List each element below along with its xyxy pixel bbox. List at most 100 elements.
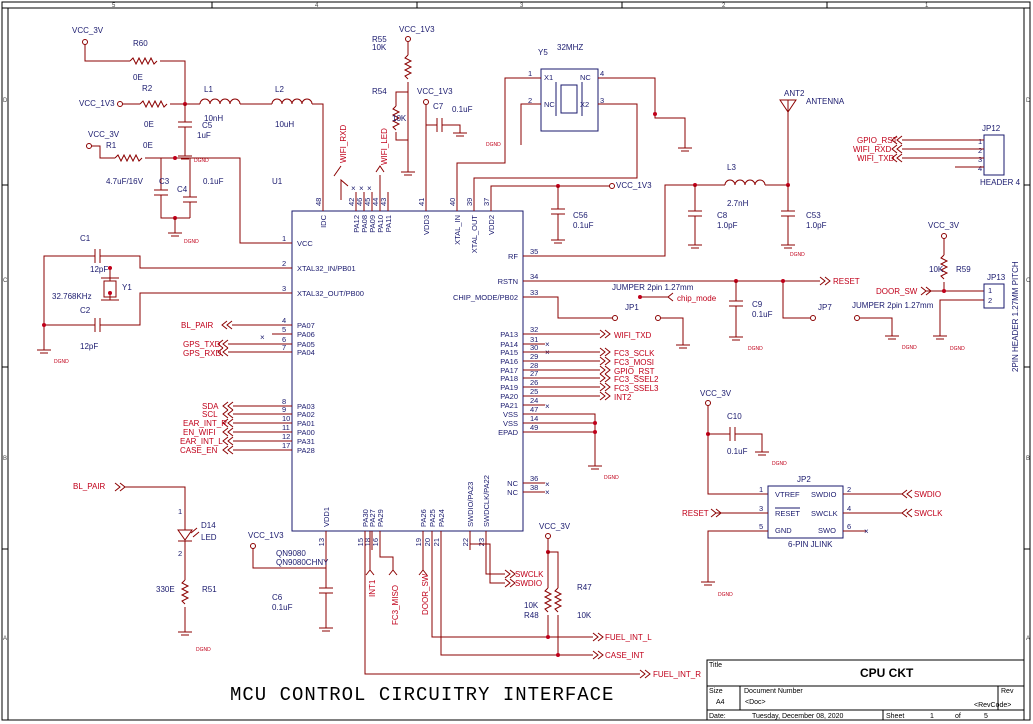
- mcu-bottom-pins: 13VDD115PA3018PA2716PA2919PA2620PA2521PA…: [317, 475, 491, 550]
- mcu-pin-num: 29: [530, 352, 538, 361]
- svg-text:×: ×: [864, 527, 869, 536]
- mcu-pin-name: PA04: [297, 348, 315, 357]
- svg-text:×: ×: [545, 480, 550, 489]
- title-label: Title: [709, 662, 722, 669]
- mcu-pin-name: PA06: [297, 330, 315, 339]
- dgnd-y1: DGND: [54, 359, 69, 365]
- right-net-flags: WIFI_TXD × × FC3_SCLK FC3_MOSI GPIO_RST …: [523, 329, 659, 497]
- mcu-pin-name: PA24: [437, 509, 446, 527]
- mcu-pin-num: 17: [282, 441, 290, 450]
- mcu-pin-name: PA31: [297, 437, 315, 446]
- mcu-pin-num: 9: [282, 405, 286, 414]
- net-swclk-bottom: SWCLK: [515, 570, 544, 579]
- c1-ref: C1: [80, 234, 91, 243]
- jlink-jp2: VCC_3V C10 0.1uF DGND JP2 6-PIN JLINK VT…: [682, 389, 943, 598]
- c3-ref: C3: [159, 177, 170, 186]
- jp12-value: HEADER 4: [980, 178, 1021, 187]
- jp2-value: 6-PIN JLINK: [788, 540, 833, 549]
- mcu-pin-num: 27: [530, 369, 538, 378]
- mcu-u1: U1 1VCC2XTAL32_IN/PB013XTAL32_OUT/PB004P…: [272, 177, 545, 550]
- mcu-pin-num: 19: [414, 538, 423, 546]
- mcu-pin-num: 5: [282, 325, 286, 334]
- power-input-network: VCC_3V R60 0E VCC_1V3 R2 0E L1 10nH L2 1…: [72, 26, 324, 245]
- qn9080chny-label: QN9080CHNY: [276, 558, 329, 567]
- dgnd-c53: DGND: [790, 252, 805, 258]
- l2-value: 10uH: [275, 120, 294, 129]
- net-scl: SCL: [202, 410, 218, 419]
- sheet-label: Sheet: [886, 713, 904, 720]
- svg-text:2: 2: [178, 549, 182, 558]
- mcu-pin-name: NC: [507, 479, 518, 488]
- mcu-body: [291, 210, 524, 532]
- svg-text:2: 2: [528, 96, 532, 105]
- dgnd-y5: DGND: [486, 142, 501, 148]
- y5-value: 32MHZ: [557, 43, 583, 52]
- mcu-pin-num: 21: [432, 538, 441, 546]
- ruler-left-c: C: [3, 278, 8, 284]
- mcu-pin-name: XTAL32_IN/PB01: [297, 264, 356, 273]
- c9-ref: C9: [752, 300, 763, 309]
- mcu-pin-name: PA16: [500, 357, 518, 366]
- mcu-pin-name: RSTN: [498, 277, 518, 286]
- net-chip-mode: chip_mode: [677, 294, 717, 303]
- c53-ref: C53: [806, 211, 821, 220]
- c3-value: 4.7uF/16V: [106, 177, 144, 186]
- left-net-flags: BL_PAIR × GPS_TXD GPS_RXD SDA SCL EAR_IN…: [180, 320, 292, 455]
- mcu-pin-num: 47: [530, 405, 538, 414]
- mcu-pin-num: 3: [282, 284, 286, 293]
- ruler-top-4: 4: [315, 3, 319, 9]
- mcu-pin-name: VDD3: [422, 215, 431, 235]
- jp2-ref: JP2: [797, 475, 811, 484]
- c4-value: 0.1uF: [203, 177, 224, 186]
- c10-ref: C10: [727, 412, 742, 421]
- crystal-y5: [540, 68, 599, 132]
- r59-ref: R59: [956, 265, 971, 274]
- c1-value: 12pF: [90, 265, 108, 274]
- net-wifi-led-top: WIFI_LED: [380, 128, 389, 165]
- net-gps-rxd: GPS_RXD: [183, 349, 221, 358]
- svg-text:×: ×: [545, 488, 550, 497]
- mcu-pin-num: 25: [530, 387, 538, 396]
- r55-value: 10K: [372, 43, 387, 52]
- jumper2-label: JUMPER 2pin 1.27mm: [852, 301, 934, 310]
- net-bl-pair-left: BL_PAIR: [181, 321, 214, 330]
- dgnd-led: DGND: [196, 647, 211, 653]
- ruler-right-b: B: [1026, 456, 1030, 462]
- mcu-pin-name: PA14: [500, 340, 518, 349]
- y5-pin-nc-l: NC: [544, 100, 555, 109]
- mcu-pin-num: 40: [448, 198, 457, 206]
- mcu-pin-name: EPAD: [498, 428, 518, 437]
- ruler-left-b: B: [3, 456, 7, 462]
- r47-value: 10K: [577, 611, 592, 620]
- svg-text:1: 1: [528, 69, 532, 78]
- r51-ref: R51: [202, 585, 217, 594]
- net-bl-pair-led: BL_PAIR: [73, 482, 106, 491]
- mcu-pin-num: 46: [355, 198, 364, 206]
- c2-ref: C2: [80, 306, 91, 315]
- l1-value: 10nH: [204, 114, 223, 123]
- mcu-pin-name: IDC: [319, 214, 328, 228]
- mcu-pin-num: 28: [530, 361, 538, 370]
- ant2-value: ANTENNA: [806, 97, 845, 106]
- jp2-pin-swo: SWO: [818, 526, 836, 535]
- vcc3-label-1: VCC_3V: [72, 26, 104, 35]
- svg-text:4: 4: [978, 164, 982, 173]
- mcu-pin-num: 23: [477, 538, 486, 546]
- mcu-pin-name: PA05: [297, 340, 315, 349]
- c5-value: 1uF: [197, 131, 211, 140]
- net-ear-int-l: EAR_INT_L: [180, 437, 223, 446]
- svg-text:6: 6: [847, 522, 851, 531]
- net-fuel-int-r: FUEL_INT_R: [653, 670, 701, 679]
- svg-text:3: 3: [978, 155, 982, 164]
- mcu-pin-num: 18: [363, 538, 372, 546]
- vcc3-label-2: VCC_3V: [88, 130, 120, 139]
- mcu-pin-name: RF: [508, 252, 518, 261]
- mcu-pin-name: CHIP_MODE/PB02: [453, 293, 518, 302]
- mcu-pin-name: NC: [507, 488, 518, 497]
- mcu-pin-num: 20: [423, 538, 432, 546]
- mcu-pin-num: 24: [530, 396, 538, 405]
- r1-value: 0E: [143, 141, 153, 150]
- mcu-pin-name: PA20: [500, 392, 518, 401]
- y1-ref: Y1: [122, 283, 132, 292]
- svg-text:×: ×: [359, 184, 364, 193]
